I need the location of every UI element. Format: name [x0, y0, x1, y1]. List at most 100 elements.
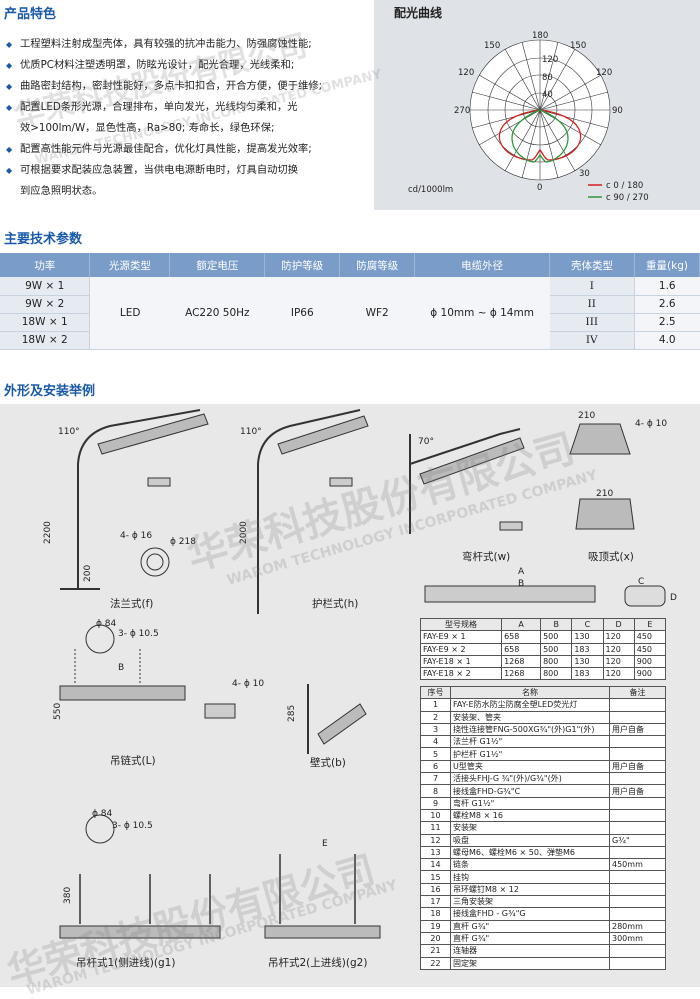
- cell-anticorrosion: WF2: [339, 277, 415, 350]
- cell: 7: [420, 772, 451, 786]
- label-pole-top: 吊杆式2(上进线)(g2): [268, 956, 367, 969]
- cell: 18: [420, 907, 451, 921]
- cell: 130: [571, 654, 604, 669]
- cell: 固定架: [450, 956, 610, 970]
- cell: 900: [633, 654, 667, 669]
- dim-84-b: ϕ 84: [92, 809, 113, 819]
- dim-218: ϕ 218: [170, 537, 196, 547]
- cell: 螺栓M8 × 16: [450, 808, 610, 823]
- cell: 用户自备: [609, 784, 666, 798]
- cell: FAY-E9 × 1: [419, 630, 503, 644]
- cell: 8: [420, 784, 451, 798]
- install-title: 外形及安装举例: [4, 384, 96, 399]
- cell: 280mm: [609, 919, 666, 933]
- cell: [609, 698, 666, 712]
- label-guardrail: 护栏式(h): [312, 597, 358, 610]
- cell-weight: 2.5: [634, 313, 700, 332]
- col-header: 壳体类型: [549, 253, 635, 277]
- cell: [609, 772, 666, 786]
- cell: 500: [540, 642, 573, 656]
- cell: [609, 808, 666, 823]
- parts-header: 序号: [420, 685, 451, 700]
- bullet-icon: ◆: [6, 61, 13, 70]
- cell: 接线盒FHD-G¾"C: [450, 784, 610, 798]
- cell: 链条: [450, 858, 610, 872]
- dim-holes105-b: 3- ϕ 10.5: [112, 821, 153, 831]
- cell: 450: [633, 630, 667, 644]
- cell: 11: [420, 821, 451, 835]
- angle-180: 180: [532, 31, 548, 41]
- col-header: 光源类型: [89, 253, 171, 277]
- dim-210-b: 210: [596, 489, 613, 499]
- cell: 用户自备: [609, 759, 666, 774]
- label-pole-side: 吊杆式1(侧进线)(g1): [76, 956, 175, 969]
- cell: FAY-E防水防尘防腐全塑LED荧光灯: [450, 698, 610, 712]
- cell-weight: 4.0: [634, 331, 700, 350]
- cell: 吊环螺钉M8 × 12: [450, 882, 610, 897]
- cell: U型管夹: [450, 759, 610, 774]
- dim-E: E: [322, 839, 328, 849]
- dim-285: 285: [287, 705, 297, 722]
- feature-item: ◆配置高性能元件与光源最佳配合，优化灯具性能，提高发光效率;: [6, 139, 368, 160]
- cell: 13: [420, 845, 451, 860]
- feature-item: ◆配置LED条形光源，合理排布，单向发光，光线均匀柔和，光: [6, 97, 368, 118]
- angle-150: 150: [570, 41, 586, 51]
- dim-84-a: ϕ 84: [96, 619, 117, 629]
- params-title: 主要技术参数: [4, 232, 83, 247]
- angle-150-left: 150: [484, 41, 500, 51]
- cell: 800: [540, 654, 573, 669]
- bullet-icon: ◆: [6, 82, 13, 91]
- cell: 15: [420, 870, 451, 884]
- model-header: 型号规格: [419, 617, 503, 632]
- cell-weight: 2.6: [634, 295, 700, 314]
- cell: 5: [420, 747, 451, 761]
- cell: 658: [501, 642, 542, 656]
- cell: [609, 710, 666, 724]
- bullet-icon: ◆: [6, 103, 13, 112]
- polar-unit: cd/1000lm: [408, 185, 453, 195]
- cell: [609, 944, 666, 958]
- col-header: 重量(kg): [634, 253, 700, 277]
- dim-holes105-a: 3- ϕ 10.5: [118, 629, 159, 639]
- cell: 4: [420, 735, 451, 749]
- cell: 用户自备: [609, 722, 666, 737]
- cell: 300mm: [609, 931, 666, 946]
- cell-voltage: AC220 50Hz: [169, 277, 265, 350]
- cell: 22: [420, 956, 451, 970]
- dim-110-b: 110°: [240, 427, 262, 437]
- parts-header: 名称: [450, 685, 610, 700]
- feature-list: ◆工程塑料注射成型壳体，具有较强的抗冲击能力、防强腐蚀性能; ◆优质PC材料注塑…: [6, 34, 368, 202]
- feature-item-continued: 效>100lm/W，显色性高，Ra>80; 寿命长，绿色环保;: [6, 118, 368, 139]
- cell-housing: II: [549, 295, 635, 314]
- legend-c0: c 0 / 180: [606, 181, 643, 191]
- cell-power: 9W × 2: [0, 295, 91, 314]
- angle-30: 30: [579, 169, 590, 179]
- cell: [609, 821, 666, 835]
- cell: 活接头FHJ-G ¾"(外)/G¾"(外): [450, 772, 610, 786]
- cell-power: 9W × 1: [0, 277, 91, 296]
- cell: 法兰杆 G1½": [450, 735, 610, 749]
- cell: [609, 870, 666, 884]
- cell: [609, 956, 666, 970]
- angle-120: 120: [596, 68, 612, 78]
- col-header: 电缆外径: [414, 253, 551, 277]
- cell: 6: [420, 759, 451, 774]
- cell-protection: IP66: [264, 277, 340, 350]
- dim-2200: 2200: [43, 521, 53, 544]
- radial-120: 120: [542, 55, 558, 65]
